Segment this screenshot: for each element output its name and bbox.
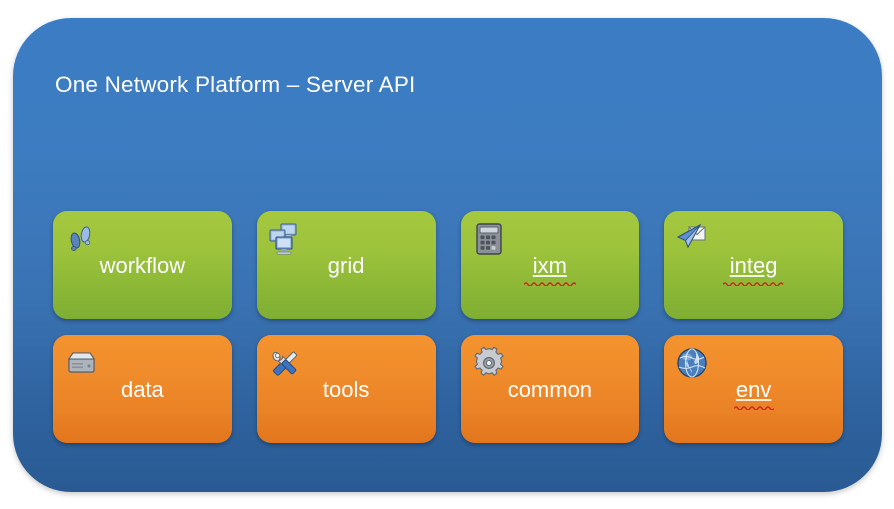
spellcheck-squiggle-icon <box>722 282 784 286</box>
gear-icon <box>473 346 504 376</box>
footprints-icon <box>70 226 91 251</box>
module-label: common <box>507 377 593 402</box>
module-label: ixm <box>532 253 567 278</box>
network-computers-icon <box>269 223 297 255</box>
spellcheck-squiggle-icon <box>523 282 576 286</box>
globe-icon <box>677 348 707 378</box>
module-card-integ[interactable]: integ <box>664 211 843 319</box>
module-card-common[interactable]: common <box>460 335 640 443</box>
module-label: env <box>735 377 772 402</box>
page-title: One Network Platform – Server API <box>55 72 416 97</box>
module-label: integ <box>729 253 778 278</box>
module-label: data <box>120 377 164 402</box>
calculator-icon <box>475 223 502 255</box>
wrench-screwdriver-icon <box>272 351 297 376</box>
module-card-grid[interactable]: grid <box>256 211 436 319</box>
hard-drive-icon <box>67 352 96 373</box>
module-label: grid <box>327 253 365 278</box>
module-card-tools[interactable]: tools <box>256 335 436 443</box>
module-card-workflow[interactable]: workflow <box>53 211 232 319</box>
spellcheck-squiggle-icon <box>733 406 774 410</box>
module-label: tools <box>322 377 370 402</box>
module-label: workflow <box>99 253 186 278</box>
module-card-ixm[interactable]: ixm <box>460 211 640 319</box>
module-row-green: workflow grid <box>53 211 843 319</box>
module-row-orange: data tools <box>53 335 843 443</box>
module-card-env[interactable]: env <box>664 335 843 443</box>
platform-container: One Network Platform – Server API workfl… <box>13 18 882 492</box>
send-mail-icon <box>677 223 706 249</box>
module-card-data[interactable]: data <box>53 335 232 443</box>
